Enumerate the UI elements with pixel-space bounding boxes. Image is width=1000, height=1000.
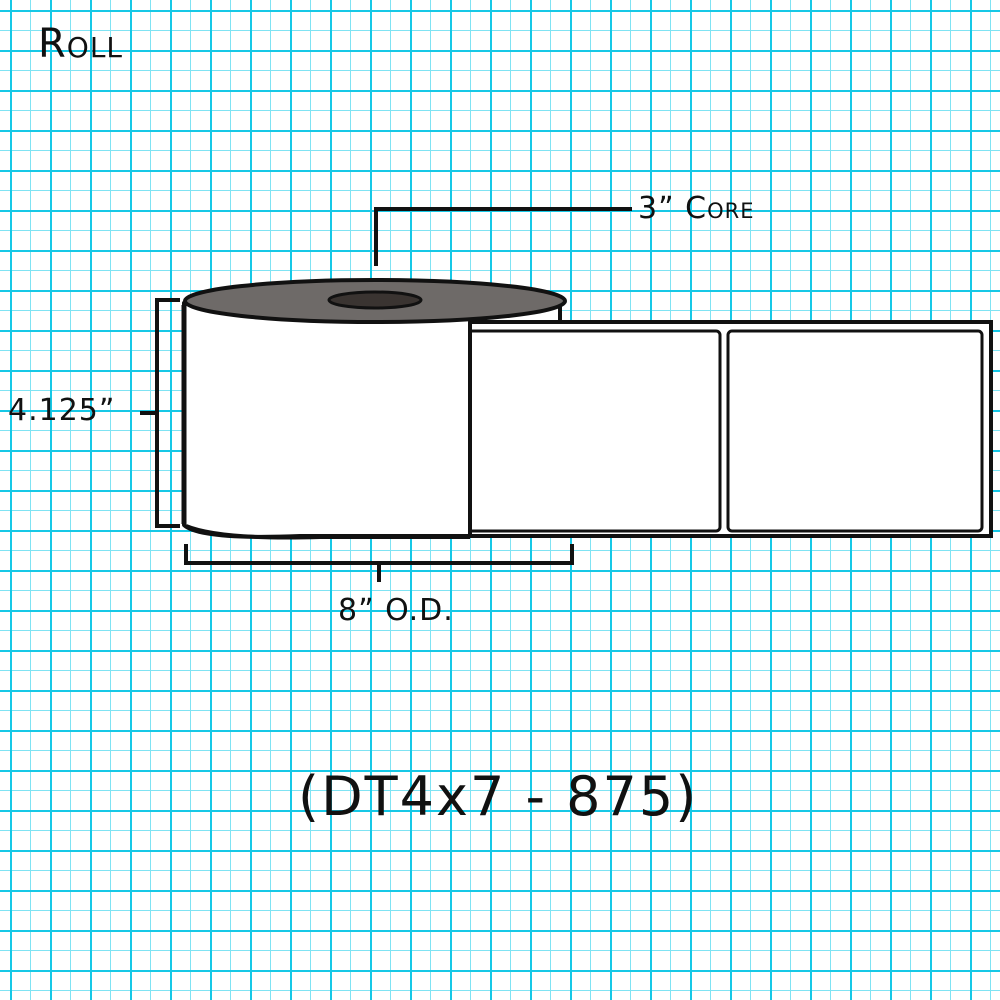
product-code-label: (DT4x7 - 875)	[298, 765, 699, 828]
diagram-title: Roll	[38, 21, 124, 67]
core-size-label: 3” Core	[638, 191, 755, 226]
label-2	[726, 329, 984, 533]
core-hole	[327, 290, 423, 310]
outer-diameter-label: 8” O.D.	[338, 593, 454, 628]
roll-height-label: 4.125”	[8, 393, 116, 428]
core-dimension-line	[374, 207, 632, 266]
roll-body	[181, 278, 567, 540]
label-1	[464, 329, 722, 533]
label-strip	[453, 320, 993, 538]
height-dimension-bracket	[140, 298, 180, 528]
od-dimension-bracket	[184, 544, 574, 582]
